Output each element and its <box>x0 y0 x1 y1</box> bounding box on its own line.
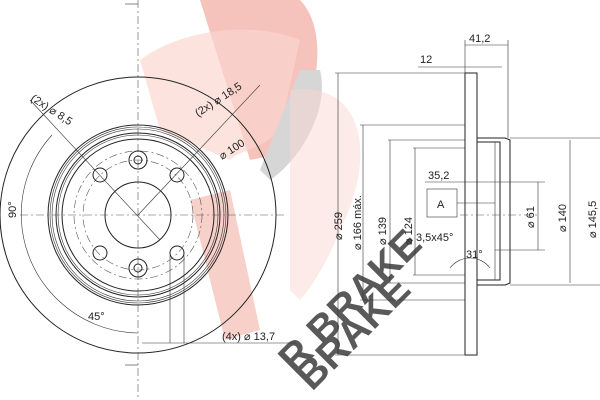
label-d140: ⌀ 140 <box>557 204 569 232</box>
label-outer-diameter: ⌀ 259 <box>333 212 345 240</box>
label-width-total: 41,2 <box>469 33 490 45</box>
label-angle: 31° <box>466 249 483 261</box>
label-datum: A <box>437 199 445 211</box>
label-chamfer: 3,5x45° <box>416 232 453 244</box>
disc-section <box>464 72 478 356</box>
side-view: 41,2 12 ⌀ 259 ⌀ 166 máx. ⌀ 139 ⌀ 124 35,… <box>333 33 600 356</box>
label-d124: ⌀ 124 <box>403 217 415 245</box>
label-d139: ⌀ 139 <box>377 217 389 245</box>
label-depth: 35,2 <box>428 170 449 182</box>
label-max-diameter: ⌀ 166 máx. <box>352 195 364 250</box>
wheel-bolt-holes <box>92 167 185 261</box>
label-angle-90: 90° <box>7 201 19 218</box>
label-bolt-holes: (4x) ⌀ 13,7 <box>222 331 275 343</box>
label-angle-45: 45° <box>88 311 105 323</box>
hub-section <box>477 137 511 286</box>
label-thickness: 12 <box>420 54 432 66</box>
locating-holes <box>128 150 148 278</box>
label-d145: ⌀ 145,5 <box>587 201 599 238</box>
label-center-bore: ⌀ 61 <box>525 206 537 228</box>
r-brake-watermark: R BRAKE BRAKE <box>140 0 430 398</box>
